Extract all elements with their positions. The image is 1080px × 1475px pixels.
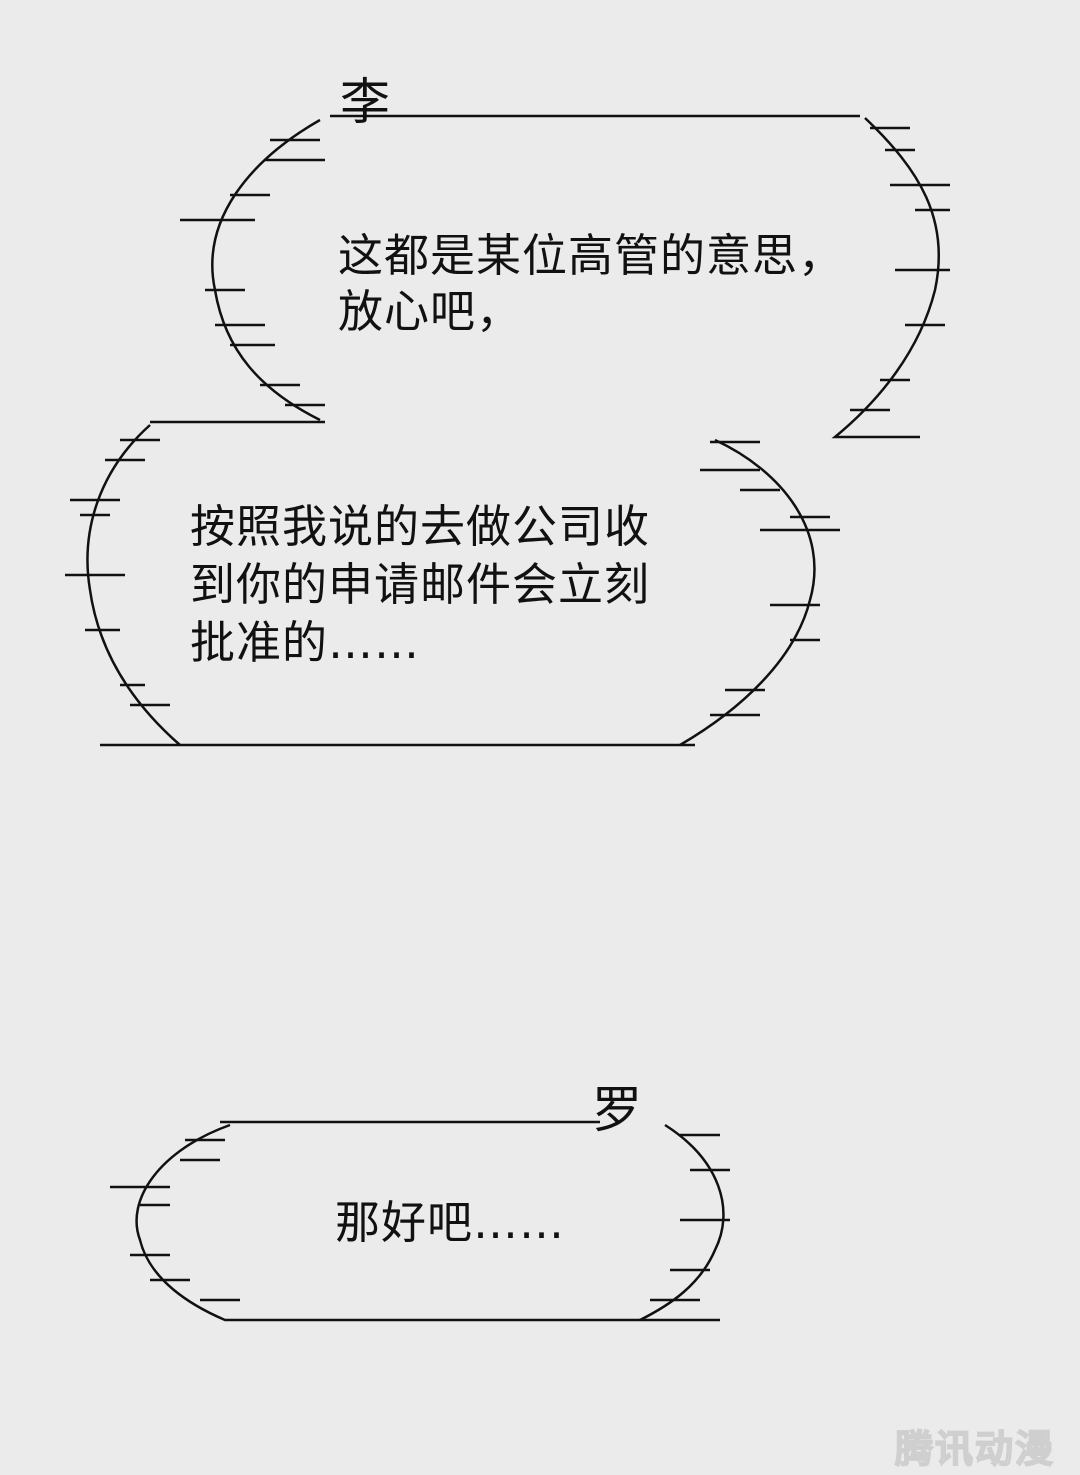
bubble-1-text: 这都是某位高管的意思， 放心吧， [338, 228, 844, 340]
speaker-name-li: 李 [340, 73, 390, 131]
dialogue-line: 那好吧…… [335, 1196, 566, 1249]
bubble-2-outline [65, 420, 840, 747]
bubble-3-outline [110, 1120, 730, 1322]
watermark-logo: 腾讯动漫 [894, 1426, 1056, 1472]
dialogue-line: 批准的…… [190, 616, 421, 669]
dialogue-line: 这都是某位高管的意思， [338, 229, 845, 282]
bubble-2-text: 按照我说的去做公司收 到你的申请邮件会立刻 批准的…… [190, 498, 650, 672]
dialogue-line: 放心吧， [338, 285, 523, 338]
dialogue-line: 到你的申请邮件会立刻 [190, 558, 651, 611]
dialogue-line: 按照我说的去做公司收 [190, 500, 651, 553]
bubble-3-text: 那好吧…… [335, 1195, 565, 1251]
bubble-1-outline [180, 114, 950, 439]
speaker-name-luo: 罗 [592, 1081, 642, 1139]
